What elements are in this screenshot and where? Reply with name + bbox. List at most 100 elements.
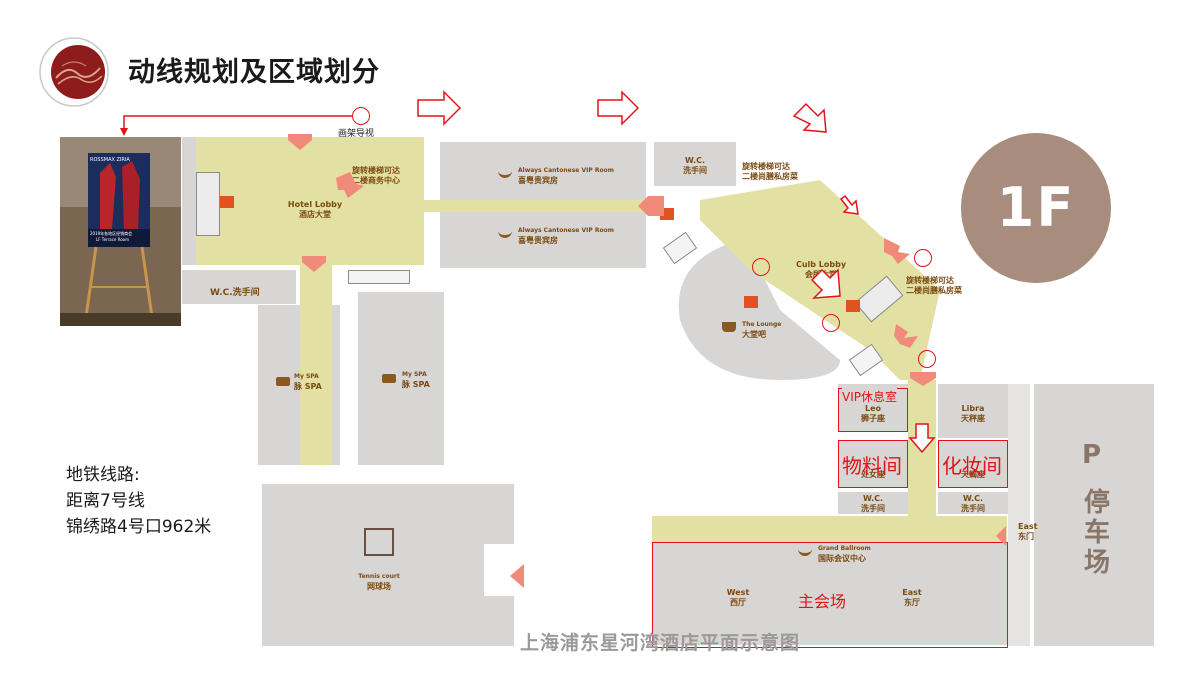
page-title: 动线规划及区域划分 — [128, 57, 380, 88]
west-cn: 西厅 — [730, 598, 746, 607]
west-en: West — [726, 588, 750, 597]
spa-icon — [382, 374, 396, 383]
vip-1-en: Always Cantonese VIP Room — [518, 167, 614, 174]
room-parking — [1034, 384, 1154, 646]
stairs-business-label: 旋转楼梯可达 二楼商务中心 — [352, 166, 400, 186]
room-ballroom — [652, 540, 1007, 645]
sign-marker — [918, 350, 936, 368]
ballroom-en: Grand Ballroom — [818, 545, 871, 552]
east-gate-cn: 东门 — [1018, 532, 1034, 541]
material-room-annotation: 物料间 — [842, 454, 902, 478]
tennis-en: Tennis court — [358, 573, 400, 580]
path-hotel-lobby — [196, 137, 424, 265]
vip-2-cn: 喜粤贵宾房 — [518, 236, 558, 245]
room-wc-mid-1 — [838, 492, 908, 514]
wc-mid-1-label: W.C. 洗手间 — [838, 494, 908, 514]
wc-mid-1-en: W.C. — [862, 494, 884, 503]
wc-top-cn: 洗手间 — [683, 166, 707, 175]
spa-1-label: My SPA 脉 SPA — [294, 372, 322, 392]
wc-mid-1-cn: 洗手间 — [861, 504, 885, 513]
room-vip-2 — [440, 212, 646, 268]
west-hall-label: West 西厅 — [718, 588, 758, 608]
room-lounge — [678, 240, 840, 380]
east-hall-cn: 东厅 — [904, 598, 920, 607]
lounge-label: The Lounge 大堂吧 — [742, 320, 781, 340]
parking-label: 停车场 — [1083, 488, 1110, 578]
hotel-lobby-cn: 酒店大堂 — [299, 210, 331, 219]
east-gate-label: East 东门 — [1018, 522, 1037, 542]
spa-2-en: My SPA — [402, 371, 427, 378]
sign-marker — [822, 314, 840, 332]
spa-1-cn: 脉 SPA — [294, 382, 322, 391]
room-spa-2 — [358, 292, 444, 465]
spa-2-label: My SPA 脉 SPA — [402, 370, 430, 390]
leo-en: Leo — [864, 404, 882, 413]
leo-cn: 狮子座 — [861, 414, 885, 423]
poster-line-2: 2019年各地区经销商会 — [90, 231, 133, 236]
poster-line-1: ROSSMAX ZIRIA — [90, 157, 130, 163]
main-venue-annotation: 主会场 — [798, 592, 847, 611]
restaurant-icon — [798, 546, 812, 556]
room-tennis — [262, 484, 514, 646]
wc-top-en: W.C. — [684, 156, 706, 165]
vip-1-cn: 喜粤贵宾房 — [518, 176, 558, 185]
path-lobby-down — [300, 265, 332, 465]
room-wc-left — [182, 270, 296, 304]
vip-lounge-annotation: VIP休息室 — [842, 388, 897, 405]
wc-left-label: W.C.洗手间 — [210, 288, 260, 298]
stairs-private-1b: 二楼尚膳私房菜 — [742, 172, 798, 181]
coffee-icon — [722, 322, 736, 332]
parking-p-label: P — [1082, 440, 1102, 470]
east-hall-label: East 东厅 — [892, 588, 932, 608]
sign-marker — [752, 258, 770, 276]
vip-2-label: Always Cantonese VIP Room 喜粤贵宾房 — [518, 226, 614, 246]
floor-badge: 1F — [961, 133, 1111, 283]
metro-line-2: 距离7号线 — [66, 491, 145, 511]
stairs-icon — [348, 270, 410, 284]
ballroom-cn: 国际会议中心 — [818, 554, 866, 563]
east-gate-en: East — [1018, 522, 1038, 531]
stairs-private-2-label: 旋转楼梯可达 二楼尚膳私房菜 — [906, 276, 962, 296]
room-east-strip — [1008, 384, 1030, 646]
easel-marker — [352, 107, 370, 125]
stairs-private-2b: 二楼尚膳私房菜 — [906, 286, 962, 295]
hotel-lobby-label: Hotel Lobby 酒店大堂 — [280, 200, 350, 220]
sign-marker — [914, 249, 932, 267]
wc-mid-2-cn: 洗手间 — [961, 504, 985, 513]
east-hall-en: East — [902, 588, 922, 597]
stairs-private-2a: 旋转楼梯可达 — [906, 276, 954, 285]
spa-2-cn: 脉 SPA — [402, 380, 430, 389]
libra-label: Libra 天秤座 — [938, 404, 1008, 424]
stairs-business-2: 二楼商务中心 — [352, 176, 400, 185]
vip-1-label: Always Cantonese VIP Room 喜粤贵宾房 — [518, 166, 614, 186]
metro-line-3: 锦绣路4号口962米 — [66, 517, 212, 537]
metro-info: 地铁线路: 距离7号线 锦绣路4号口962米 — [66, 462, 211, 540]
vip-2-en: Always Cantonese VIP Room — [518, 227, 614, 234]
restaurant-icon — [498, 168, 512, 178]
club-lobby-en: Culb Lobby — [795, 260, 847, 269]
map-caption: 上海浦东星河湾酒店平面示意图 — [520, 632, 801, 654]
ballroom-label: Grand Ballroom 国际会议中心 — [818, 544, 871, 564]
leo-label: Leo 狮子座 — [838, 404, 908, 424]
tennis-notch — [484, 544, 516, 596]
wc-mid-2-label: W.C. 洗手间 — [938, 494, 1008, 514]
path-ballroom-corridor — [652, 516, 1007, 542]
hotel-lobby-en: Hotel Lobby — [287, 200, 343, 209]
room-wc-top — [654, 142, 736, 186]
stairs-private-1-label: 旋转楼梯可达 二楼尚膳私房菜 — [742, 162, 798, 182]
spa-1-en: My SPA — [294, 373, 319, 380]
virgo-label: 处女座 — [861, 470, 885, 479]
tennis-cn: 网球场 — [367, 582, 391, 591]
room-virgo — [838, 440, 908, 488]
metro-line-1: 地铁线路: — [66, 465, 140, 485]
spa-icon — [276, 377, 290, 386]
room-wc-mid-2 — [938, 492, 1008, 514]
scorpio-label: 天蝎座 — [961, 470, 985, 479]
easel-label: 画架导视 — [338, 129, 375, 139]
libra-cn: 天秤座 — [961, 414, 985, 423]
tennis-label: Tennis court 网球场 — [354, 572, 404, 592]
stairs-icon — [196, 172, 220, 236]
